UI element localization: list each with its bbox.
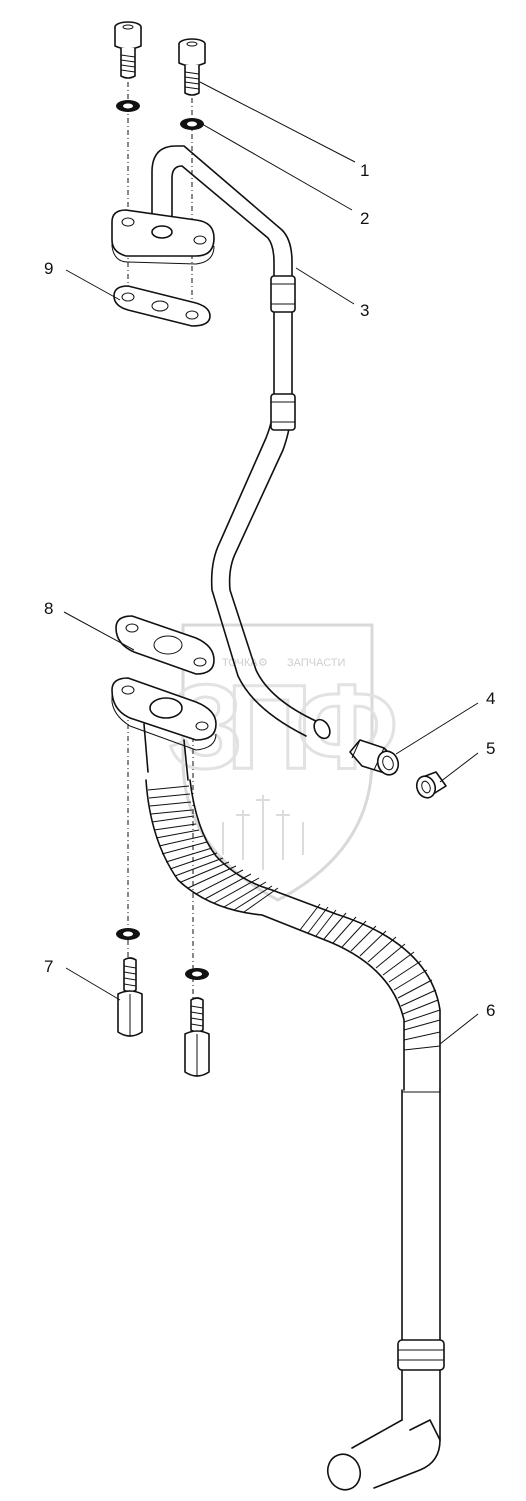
stud-spacer-left [117,957,143,1037]
watermark-shield [181,623,374,902]
gasket-supply-flange [113,285,211,327]
supply-flange [111,209,215,265]
oil-drain-hose [111,677,445,1491]
washer-right [180,118,204,130]
watermark-upper-text: ТОЧКА [222,657,258,669]
ferrule-sleeve [415,771,447,799]
washer-lower-left [116,928,140,940]
stud-spacer-right [184,997,210,1077]
svg-text:⚙: ⚙ [258,657,268,669]
oil-supply-tube [151,145,331,740]
bolt-right [178,38,206,96]
washer-lower-right [185,968,209,980]
callout-5: 5 [486,739,495,758]
callout-8: 8 [44,599,53,618]
washer-left [116,100,140,112]
callout-4: 4 [486,689,495,708]
callout-6: 6 [486,1001,495,1020]
watermark-wheat-icon [222,795,304,870]
gasket-drain-flange [115,615,215,675]
leader-lines [63,81,479,1045]
fitting-nut [349,739,400,776]
center-lines [127,82,194,1000]
callouts: 1 2 3 4 5 6 7 8 9 [44,161,495,1020]
watermark-right-text: ЗАПЧАСТИ [287,657,345,669]
bolt-left [114,21,142,79]
callout-9: 9 [44,259,53,278]
callout-3: 3 [360,301,369,320]
callout-1: 1 [360,161,369,180]
callout-7: 7 [44,957,53,976]
callout-2: 2 [360,209,369,228]
